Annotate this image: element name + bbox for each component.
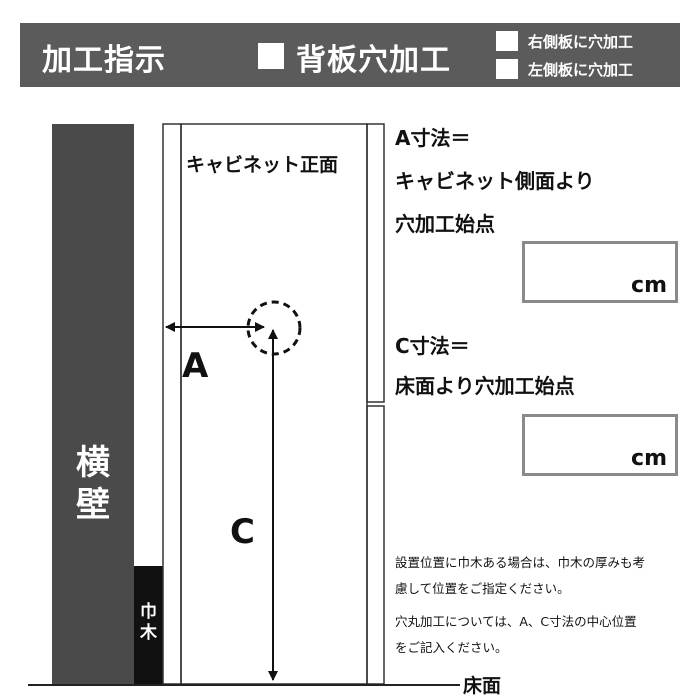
floor-label: 床面 <box>463 675 502 697</box>
note-line-4: をご記入ください。 <box>395 640 508 655</box>
note-line-3: 穴丸加工については、A、C寸法の中心位置 <box>395 614 637 629</box>
left-side-hole-label: 左側板に穴加工 <box>528 61 634 79</box>
side-wall-label: 横 壁 <box>76 443 110 525</box>
dimension-c-letter: C <box>230 512 255 552</box>
a-dimension-title: A寸法＝ <box>395 126 471 150</box>
left-side-hole-checkbox[interactable] <box>496 59 518 79</box>
baseboard-label: 巾 木 <box>140 602 157 643</box>
dimension-a-letter: A <box>182 346 209 386</box>
a-dimension-desc-2: 穴加工始点 <box>395 212 495 236</box>
a-dimension-input-box[interactable]: cm <box>522 241 678 303</box>
cabinet-left-panel <box>162 123 182 685</box>
c-dimension-desc: 床面より穴加工始点 <box>395 374 575 398</box>
back-panel-hole-checkbox[interactable] <box>258 43 284 69</box>
cabinet-right-panel-upper <box>366 123 385 403</box>
c-dimension-title: C寸法＝ <box>395 334 470 358</box>
c-dimension-unit: cm <box>631 446 667 471</box>
note-line-2: 慮して位置をご指定ください。 <box>395 581 570 596</box>
note-line-1: 設置位置に巾木ある場合は、巾木の厚みも考 <box>395 555 646 570</box>
header-title: 加工指示 <box>42 43 166 78</box>
header-bar: 加工指示 背板穴加工 右側板に穴加工 左側板に穴加工 <box>20 23 680 87</box>
cabinet-front-label: キャビネット正面 <box>186 154 339 176</box>
c-dimension-input-box[interactable]: cm <box>522 414 678 476</box>
side-wall: 横 壁 <box>52 124 134 684</box>
right-side-hole-checkbox[interactable] <box>496 31 518 51</box>
a-dimension-unit: cm <box>631 273 667 298</box>
back-panel-hole-label: 背板穴加工 <box>296 43 451 78</box>
cabinet-right-panel-lower <box>366 405 385 685</box>
right-side-hole-label: 右側板に穴加工 <box>528 33 634 51</box>
a-dimension-desc-1: キャビネット側面より <box>395 169 595 193</box>
baseboard: 巾 木 <box>134 566 163 684</box>
floor-line <box>28 684 460 686</box>
